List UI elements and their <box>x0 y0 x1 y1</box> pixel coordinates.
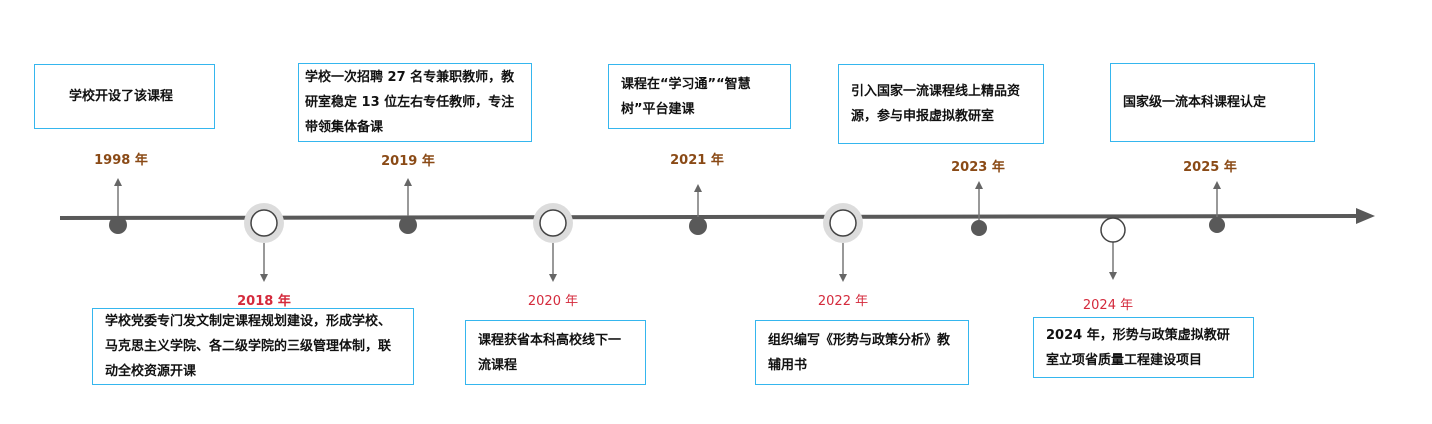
ring-2018 <box>244 203 284 243</box>
event-text: 课程获省本科高校线下一流课程 <box>478 332 622 373</box>
dot-2025 <box>1209 217 1225 233</box>
event-text: 课程在“学习通”“智慧树”平台建课 <box>621 76 751 117</box>
event-box-2023: 引入国家一流课程线上精品资源，参与申报虚拟教研室 <box>838 64 1044 144</box>
dot-2021 <box>689 217 707 235</box>
year-label-2024: 2024 年 <box>1082 298 1134 313</box>
event-text: 学校一次招聘 27 名专兼职教师，教研室稳定 13 位左右专任教师，专注带领集体… <box>305 70 515 135</box>
event-box-2022: 组织编写《形势与政策分析》教辅用书 <box>755 320 969 385</box>
event-text: 组织编写《形势与政策分析》教辅用书 <box>768 332 951 373</box>
event-box-2018: 学校党委专门发文制定课程规划建设，形成学校、马克思主义学院、各二级学院的三级管理… <box>92 308 414 385</box>
year-label-2021: 2021 年 <box>670 153 724 168</box>
year-label-2019: 2019 年 <box>381 154 435 169</box>
ring-2020 <box>533 203 573 243</box>
event-box-2021: 课程在“学习通”“智慧树”平台建课 <box>608 64 791 129</box>
dot-2019 <box>399 216 417 234</box>
event-text: 引入国家一流课程线上精品资源，参与申报虚拟教研室 <box>851 84 1021 124</box>
event-text: 学校党委专门发文制定课程规划建设，形成学校、马克思主义学院、各二级学院的三级管理… <box>105 314 392 379</box>
event-text: 学校开设了该课程 <box>69 89 174 104</box>
dot-1998 <box>109 216 127 234</box>
year-label-2025: 2025 年 <box>1183 160 1237 175</box>
ring-2024 <box>1100 217 1126 243</box>
event-box-2024: 2024 年，形势与政策虚拟教研室立项省质量工程建设项目 <box>1033 317 1254 378</box>
event-box-1998: 学校开设了该课程 <box>34 64 215 129</box>
ring-2022 <box>823 203 863 243</box>
year-label-1998: 1998 年 <box>94 153 148 168</box>
year-label-2022: 2022 年 <box>817 294 869 309</box>
event-box-2025: 国家级一流本科课程认定 <box>1110 63 1315 142</box>
year-label-2020: 2020 年 <box>527 294 579 309</box>
year-label-2023: 2023 年 <box>951 160 1005 175</box>
event-text: 2024 年，形势与政策虚拟教研室立项省质量工程建设项目 <box>1046 327 1230 368</box>
dot-2023 <box>971 220 987 236</box>
year-label-2018: 2018 年 <box>237 294 291 309</box>
event-box-2020: 课程获省本科高校线下一流课程 <box>465 320 646 385</box>
event-text: 国家级一流本科课程认定 <box>1123 95 1267 110</box>
axis-arrowhead-icon <box>1356 208 1375 224</box>
event-box-2019: 学校一次招聘 27 名专兼职教师，教研室稳定 13 位左右专任教师，专注带领集体… <box>298 63 532 142</box>
